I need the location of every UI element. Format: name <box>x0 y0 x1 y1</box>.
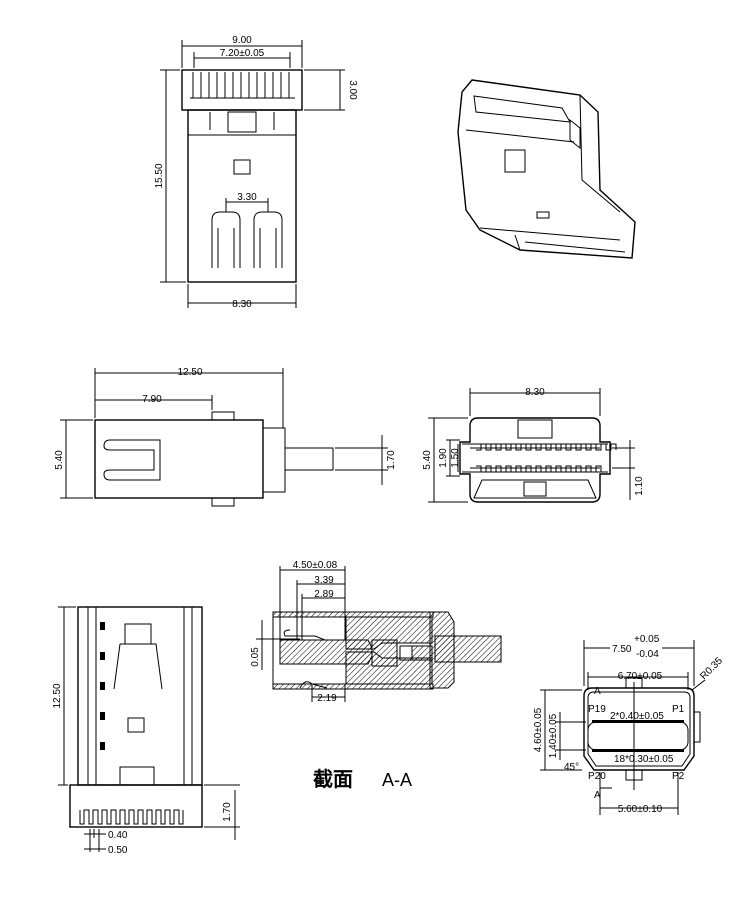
dim-side-height: 5.40 <box>54 450 65 470</box>
section-caption-id: A-A <box>382 770 412 790</box>
dim-width-overall: 9.00 <box>232 35 252 46</box>
end-view: 8.30 5.40 1.90 1.50 1.10 <box>422 387 645 503</box>
dim-chamfer: 45° <box>564 762 579 773</box>
isometric-view <box>457 79 636 259</box>
dim-head-height: 3.00 <box>347 80 358 100</box>
dim-section-2: 3.39 <box>314 575 334 586</box>
dim-outer-width: 7.50 <box>612 644 632 655</box>
pin-label-p19: P19 <box>588 704 606 715</box>
dim-end-height: 5.40 <box>422 450 433 470</box>
dim-inner-width: 6.70±0.05 <box>618 671 663 682</box>
dim-section-3: 2.89 <box>314 589 334 600</box>
pin-label-p20: P20 <box>588 771 606 782</box>
dim-end-c: 1.10 <box>634 476 645 496</box>
dim-latch-pos: 7.90 <box>142 394 162 405</box>
section-mark-bottom: A <box>594 790 601 801</box>
dim-section-gap: 0.05 <box>250 647 261 667</box>
dim-pin-width: 0.40 <box>108 830 128 841</box>
face-view: 7.50 +0.05 -0.04 6.70±0.05 R0.35 A A P19… <box>533 634 725 815</box>
dim-body-width: 8.30 <box>232 299 252 310</box>
section-caption: 截面 <box>313 767 353 791</box>
dim-end-b: 1.50 <box>450 448 461 468</box>
dim-end-a: 1.90 <box>438 448 449 468</box>
dim-length: 15.50 <box>154 163 165 188</box>
dim-end-width: 8.30 <box>525 387 545 398</box>
side-view: 12.50 7.90 5.40 1.70 <box>54 367 397 507</box>
dim-face-height: 4.60±0.05 <box>533 707 544 752</box>
dim-section-4: 2.19 <box>317 693 337 704</box>
dim-bottom-pins: 18*0.30±0.05 <box>614 754 674 765</box>
dim-section-1: 4.50±0.08 <box>293 560 338 571</box>
dim-bottom-width: 5.60±0.10 <box>618 804 663 815</box>
dim-radius: R0.35 <box>698 655 725 682</box>
section-mark-top: A <box>594 686 601 697</box>
dim-tail: 1.70 <box>386 450 397 470</box>
section-view: 4.50±0.08 3.39 2.89 0.05 2.19 截面 A-A <box>250 560 502 791</box>
bottom-view: 0.40 0.50 12.50 1.70 <box>52 606 240 856</box>
dim-pin-span: 7.20±0.05 <box>220 48 265 59</box>
dim-bottom-head: 1.70 <box>222 802 233 822</box>
dim-bottom-length: 12.50 <box>52 683 63 708</box>
dim-outer-tol-minus: -0.04 <box>636 649 659 660</box>
dim-slot-height: 1.40±0.05 <box>548 713 559 758</box>
dim-pin-pitch: 0.50 <box>108 845 128 856</box>
dim-contact-spacing: 3.30 <box>237 192 257 203</box>
top-view: 9.00 7.20±0.05 3.00 15.50 3.30 8.30 <box>154 35 358 310</box>
dim-top-pins: 2*0.40±0.05 <box>610 711 664 722</box>
pin-label-p1: P1 <box>672 704 685 715</box>
dim-outer-tol-plus: +0.05 <box>634 634 660 645</box>
pin-label-p2: P2 <box>672 771 685 782</box>
dim-side-length: 12.50 <box>177 367 202 378</box>
